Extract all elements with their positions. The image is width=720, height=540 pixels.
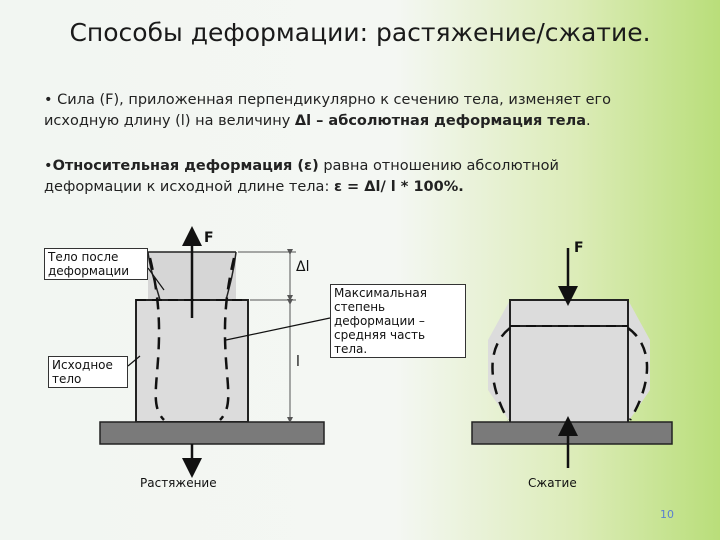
after-pointer bbox=[147, 267, 165, 291]
para1-bold: Δl – абсолютная деформация тела bbox=[294, 113, 586, 129]
para1-text2: . bbox=[586, 113, 591, 129]
para2-bold1: Относительная деформация (ε) bbox=[52, 158, 319, 174]
paragraph-relative-deformation: •Относительная деформация (ε) равна отно… bbox=[44, 156, 644, 198]
compressed-dashed-contour-left bbox=[491, 327, 511, 421]
paragraph-absolute-deformation: • Сила (F), приложенная перпендикулярно … bbox=[44, 90, 644, 132]
bullet: • bbox=[44, 92, 53, 108]
delta-l-label: Δl bbox=[296, 259, 310, 275]
max-pointer bbox=[225, 317, 331, 341]
tension-caption: Растяжение bbox=[140, 476, 217, 490]
stretched-body-edge-left bbox=[147, 251, 161, 301]
compressed-body-top bbox=[509, 299, 629, 327]
para2-text1: равна отношению абсолютной деформации к … bbox=[44, 158, 559, 195]
page-number: 10 bbox=[660, 508, 674, 521]
tension-base bbox=[99, 421, 325, 445]
compression-caption: Сжатие bbox=[528, 476, 577, 490]
para1-text1: Сила (F), приложенная перпендикулярно к … bbox=[44, 92, 611, 129]
tension-force-label: F bbox=[204, 230, 214, 246]
compression-base bbox=[471, 421, 673, 445]
compression-force-label: F bbox=[574, 240, 584, 256]
compression-diagram bbox=[471, 248, 673, 468]
compressed-body bbox=[488, 300, 650, 422]
compressed-dashed-contour-right bbox=[627, 326, 649, 421]
length-label: l bbox=[296, 354, 300, 370]
original-pointer bbox=[127, 355, 141, 367]
slide-title: Способы деформации: растяжение/сжатие. bbox=[69, 18, 651, 47]
max-deformation-label: Максимальная степень деформации – средня… bbox=[330, 284, 466, 358]
para2-bold2: ε = Δl/ l * 100%. bbox=[333, 179, 464, 195]
original-body-label: Исходное тело bbox=[48, 356, 128, 388]
original-body bbox=[135, 299, 249, 423]
tension-diagram bbox=[99, 226, 331, 478]
stretched-body-edge-right bbox=[225, 251, 237, 301]
bullet: • bbox=[44, 158, 53, 174]
deformed-contour bbox=[148, 257, 165, 421]
after-deformation-label: Тело после деформации bbox=[44, 248, 148, 280]
deformed-contour-right bbox=[219, 257, 236, 421]
